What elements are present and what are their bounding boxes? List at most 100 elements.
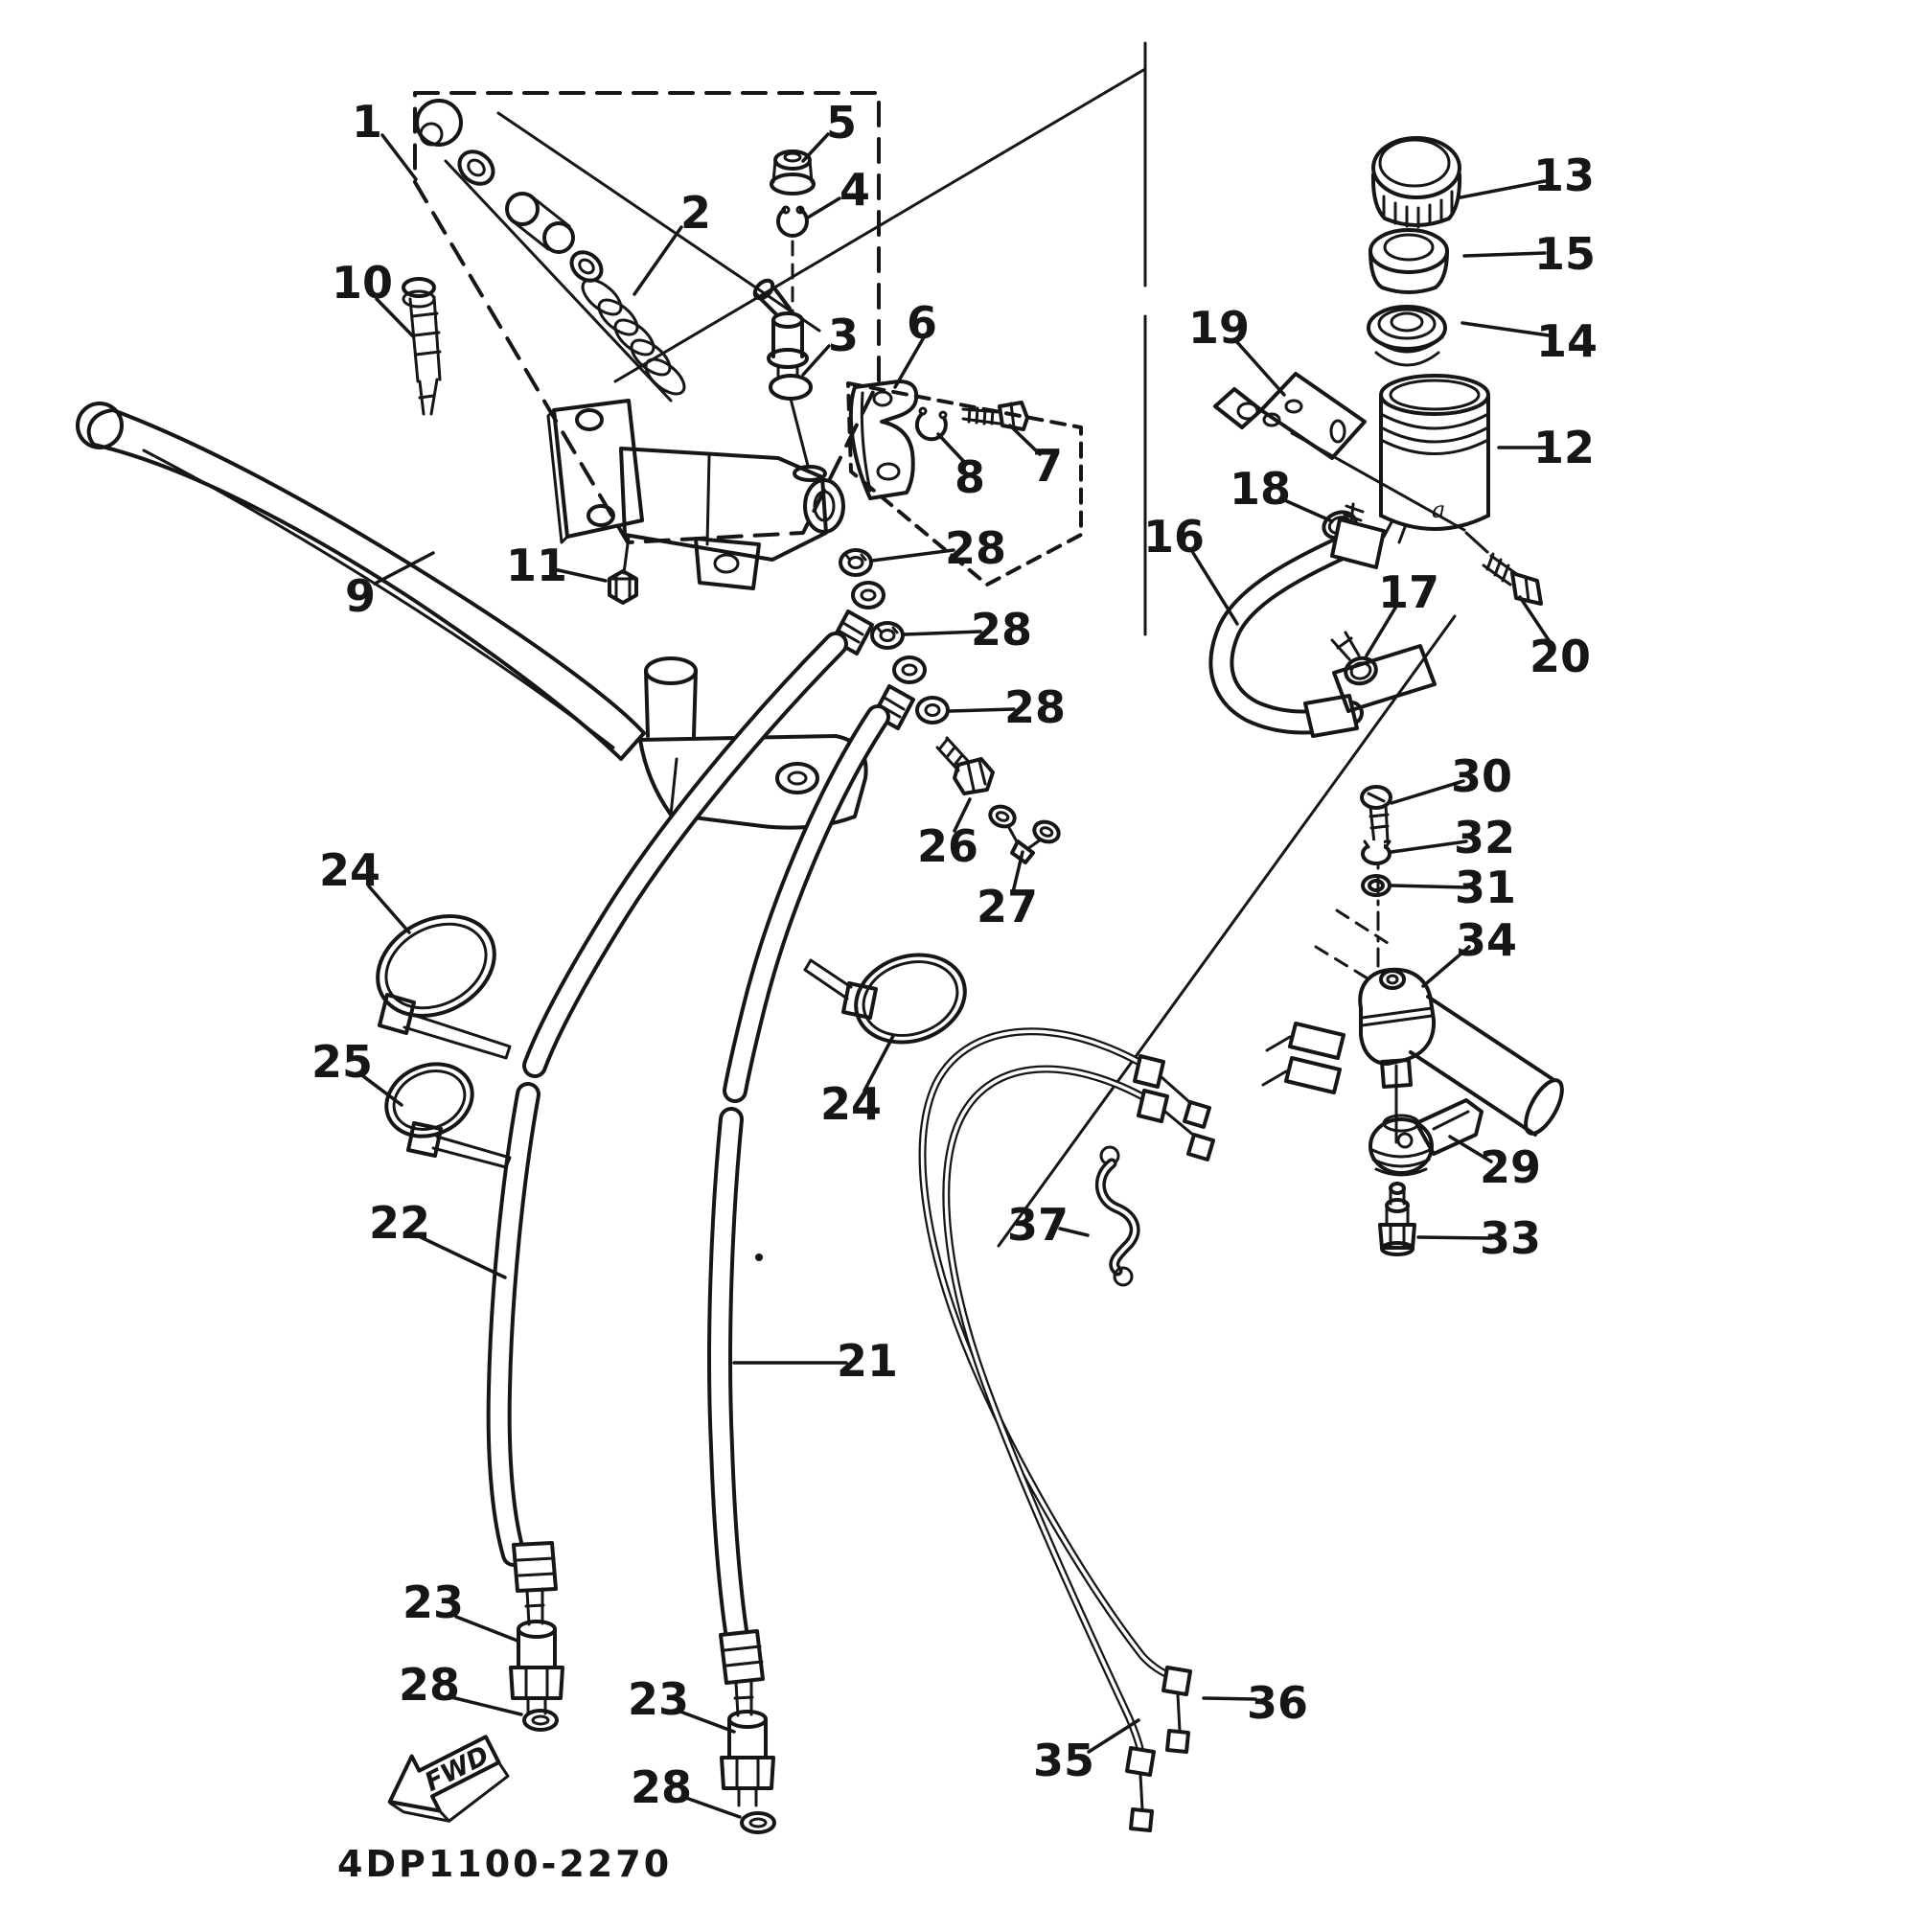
part-label-24: 24: [820, 1078, 882, 1130]
part-10-bleed-screw: [402, 277, 442, 416]
part-19-bracket: [1213, 372, 1466, 532]
part-13-reservoir-cap: [1370, 136, 1462, 229]
leader-line-23: [678, 1710, 736, 1734]
part-3-o-ring: [769, 374, 813, 468]
part-label-23: 23: [402, 1576, 464, 1628]
part-30-screw: [1360, 785, 1392, 845]
part-label-28: 28: [945, 522, 1006, 574]
part-6-clamp-half: [848, 380, 919, 500]
part-4-e-clip: [776, 203, 809, 238]
part-31-washer: [1361, 874, 1392, 897]
part-12-reservoir-tank: a: [1379, 374, 1490, 544]
part-label-7: 7: [1032, 440, 1063, 492]
part-label-12: 12: [1533, 422, 1595, 473]
part-23-union-nut-left: [509, 1620, 564, 1715]
leader-line-18: [1278, 496, 1334, 523]
leader-line-32: [1390, 840, 1468, 854]
part-label-24: 24: [319, 844, 380, 896]
leader-line-10: [375, 297, 415, 338]
part-label-23: 23: [628, 1673, 689, 1725]
part-label-28: 28: [971, 604, 1032, 656]
leader-line-15: [1462, 251, 1547, 258]
part-label-17: 17: [1378, 566, 1439, 618]
part-label-30: 30: [1451, 750, 1512, 802]
part-label-28: 28: [399, 1659, 460, 1711]
part-16-reservoir-hose: [1208, 518, 1386, 738]
part-label-31: 31: [1455, 862, 1516, 913]
leader-line-33: [1416, 1235, 1493, 1240]
part-7-clamp-bolt: [961, 401, 1029, 431]
leader-line-20: [1518, 595, 1552, 645]
leader-line-9: [373, 551, 435, 586]
part-label-28: 28: [631, 1761, 692, 1813]
part-22-brake-hose: [486, 632, 848, 1626]
leader-line-5: [801, 132, 830, 163]
leader-line-24: [862, 1034, 895, 1092]
part-label-26: 26: [917, 820, 978, 872]
part-label-28: 28: [1004, 681, 1066, 733]
part-21-brake-hose: [707, 704, 890, 1717]
joint-fitting: [752, 278, 809, 378]
leader-line-6: [893, 335, 926, 389]
part-labels: 1234567891011121314151617181920212223232…: [311, 96, 1598, 1819]
guide-dashes: [1314, 908, 1390, 983]
part-label-8: 8: [954, 451, 985, 503]
leader-line-7: [1008, 424, 1042, 456]
leader-line-14: [1460, 321, 1551, 337]
part-29-throttle-housing: [1368, 1098, 1484, 1177]
part-15-diaphragm-plate: [1368, 228, 1449, 294]
part-label-35: 35: [1033, 1735, 1094, 1786]
part-label-18: 18: [1230, 463, 1291, 515]
part-label-36: 36: [1247, 1677, 1308, 1729]
leader-line-31: [1390, 884, 1469, 889]
part-5-boot: [770, 150, 816, 196]
leader-line-37: [1058, 1227, 1090, 1237]
part-11-locknut: [608, 569, 638, 605]
part-26-banjo-bolt: [935, 736, 995, 795]
leader-line-13: [1459, 179, 1547, 199]
leader-line-28: [903, 630, 982, 636]
part-label-16: 16: [1143, 511, 1205, 563]
leader-line-30: [1390, 779, 1465, 805]
part-label-27: 27: [977, 881, 1038, 932]
cable-end-fittings: [1261, 1022, 1346, 1094]
leader-line-16: [1191, 551, 1239, 626]
part-label-19: 19: [1188, 302, 1250, 354]
leader-line-27: [1011, 850, 1024, 894]
part-label-3: 3: [828, 310, 859, 361]
leader-line-29: [1448, 1135, 1493, 1163]
leader-line-34: [1421, 945, 1471, 988]
leader-line-24: [367, 885, 411, 934]
part-14-diaphragm: [1367, 305, 1447, 367]
leader-line-3: [801, 344, 831, 377]
part-label-14: 14: [1536, 315, 1598, 367]
part-label-33: 33: [1480, 1212, 1541, 1264]
part-label-34: 34: [1456, 914, 1517, 966]
leader-line-2: [632, 225, 683, 296]
inset-boundary-lines: [613, 41, 1457, 1248]
part-label-6: 6: [907, 297, 937, 349]
leader-line-36: [1202, 1696, 1257, 1701]
leader-line-11: [552, 567, 608, 583]
washer-28-right: [740, 1811, 776, 1834]
leader-line-28: [449, 1695, 523, 1716]
fwd-label: FWD: [420, 1740, 494, 1798]
spring-coil: [581, 278, 686, 396]
dashed-kit-boxes: [413, 91, 1083, 586]
part-label-9: 9: [345, 570, 376, 622]
part-label-1: 1: [352, 96, 382, 148]
leader-line-25: [361, 1074, 403, 1107]
leader-line-1: [380, 133, 418, 181]
part-label-20: 20: [1530, 631, 1591, 682]
part-34-handlebar-clamp: [1358, 967, 1437, 1089]
banjo-washers: [839, 548, 950, 724]
part-33-cable-adjuster: [1378, 1182, 1416, 1256]
part-label-22: 22: [369, 1197, 430, 1249]
part-label-15: 15: [1534, 228, 1596, 280]
part-2-piston-kit: [415, 99, 821, 402]
part-25-cable-tie: [384, 1062, 512, 1169]
part-17-hose-clamp: [1330, 631, 1437, 713]
leader-line-28: [681, 1795, 742, 1819]
